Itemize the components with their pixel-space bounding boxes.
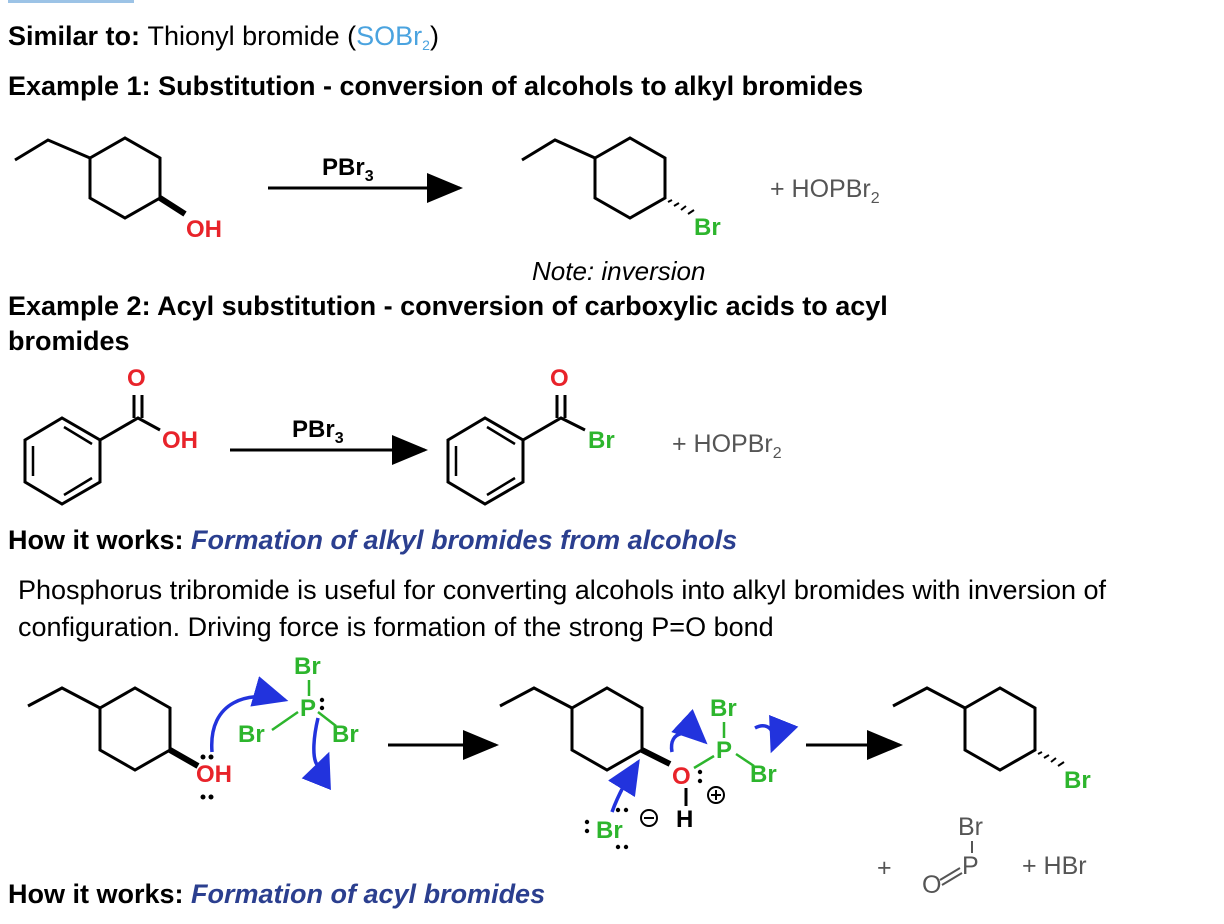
ex2-oh-label: OH: [162, 427, 198, 454]
similar-to-line: Similar to: Thionyl bromide (SOBr2): [8, 21, 439, 53]
mech-p1: P: [300, 695, 316, 722]
ex1-reagent: PBr3: [322, 154, 374, 185]
svg-text:Br: Br: [332, 721, 359, 748]
ex2-carbonyl-o: O: [127, 365, 146, 392]
similar-text: Thionyl bromide (: [147, 21, 357, 51]
ex1-product-cyclohexyl-bromide: [521, 136, 695, 220]
svg-text:Br: Br: [238, 721, 265, 748]
mech-attack-arrow-1: [210, 676, 289, 753]
mech-obrp-byproduct: Br P O: [922, 813, 983, 899]
mech-oh-label: OH: [196, 761, 232, 788]
example2-title-line2: bromides: [8, 326, 130, 356]
svg-text:Br: Br: [710, 695, 737, 722]
mech-product: [892, 686, 1065, 772]
ex1-reactant-cyclohexanol: [14, 136, 187, 220]
ex1-byproduct: + HOPBr2: [770, 175, 880, 207]
mech-plus: +: [877, 854, 892, 882]
ex2-reagent: PBr3: [292, 416, 344, 447]
similar-label: Similar to:: [8, 21, 141, 51]
ex2-byproduct: + HOPBr2: [672, 430, 782, 462]
mech-backside-attack-arrow: [608, 759, 640, 813]
mech-intermediate: [499, 686, 688, 806]
mech-alcohol: [27, 686, 200, 772]
ex2-benzoyl-bromide: [446, 395, 586, 506]
top-divider: [8, 0, 134, 3]
ex2-product-o: O: [550, 365, 569, 392]
svg-text:Br: Br: [958, 813, 983, 841]
mech-p2: P: [716, 737, 732, 764]
svg-text:Br: Br: [294, 653, 321, 680]
svg-text:Br: Br: [596, 817, 623, 844]
how-it-works-1: How it works: Formation of alkyl bromide…: [8, 525, 738, 555]
ex2-br-label: Br: [588, 427, 615, 454]
example2-title-line1: Example 2: Acyl substitution - conversio…: [8, 291, 888, 321]
svg-text:O: O: [922, 871, 941, 899]
mech-leaving-arrow-1: [301, 717, 331, 791]
explanation-paragraph: Phosphorus tribromide is useful for conv…: [18, 575, 1107, 642]
svg-text:P: P: [962, 852, 979, 880]
mech-plus-charge: [707, 786, 725, 804]
inversion-note: Note: inversion: [532, 256, 706, 286]
how1-link[interactable]: Formation of alkyl bromides from alcohol…: [191, 525, 738, 555]
how-it-works-2: How it works: Formation of acyl bromides: [8, 879, 546, 909]
ex2-benzoic-acid: [23, 395, 161, 506]
mech-pushing-arrow-2: [669, 709, 708, 753]
mech-hbr: + HBr: [1022, 852, 1087, 880]
ex1-br-label: Br: [694, 214, 721, 241]
example1-title: Example 1: Substitution - conversion of …: [8, 71, 864, 101]
sobr2-link[interactable]: SOBr2: [356, 21, 430, 53]
mech-bromide-ion: Br: [584, 807, 658, 850]
mech-product-br: Br: [1064, 767, 1091, 794]
mech-pbr3: Br P Br Br: [238, 653, 359, 748]
mech-oh-lone-pairs: [200, 754, 214, 800]
mech-pushing-arrow-3: [754, 714, 799, 754]
how2-link[interactable]: Formation of acyl bromides: [191, 879, 546, 909]
svg-text:Br: Br: [750, 761, 777, 788]
ex1-oh-label: OH: [186, 216, 222, 243]
mech-h-label: H: [676, 806, 693, 833]
mech-o-label: O: [672, 763, 691, 790]
